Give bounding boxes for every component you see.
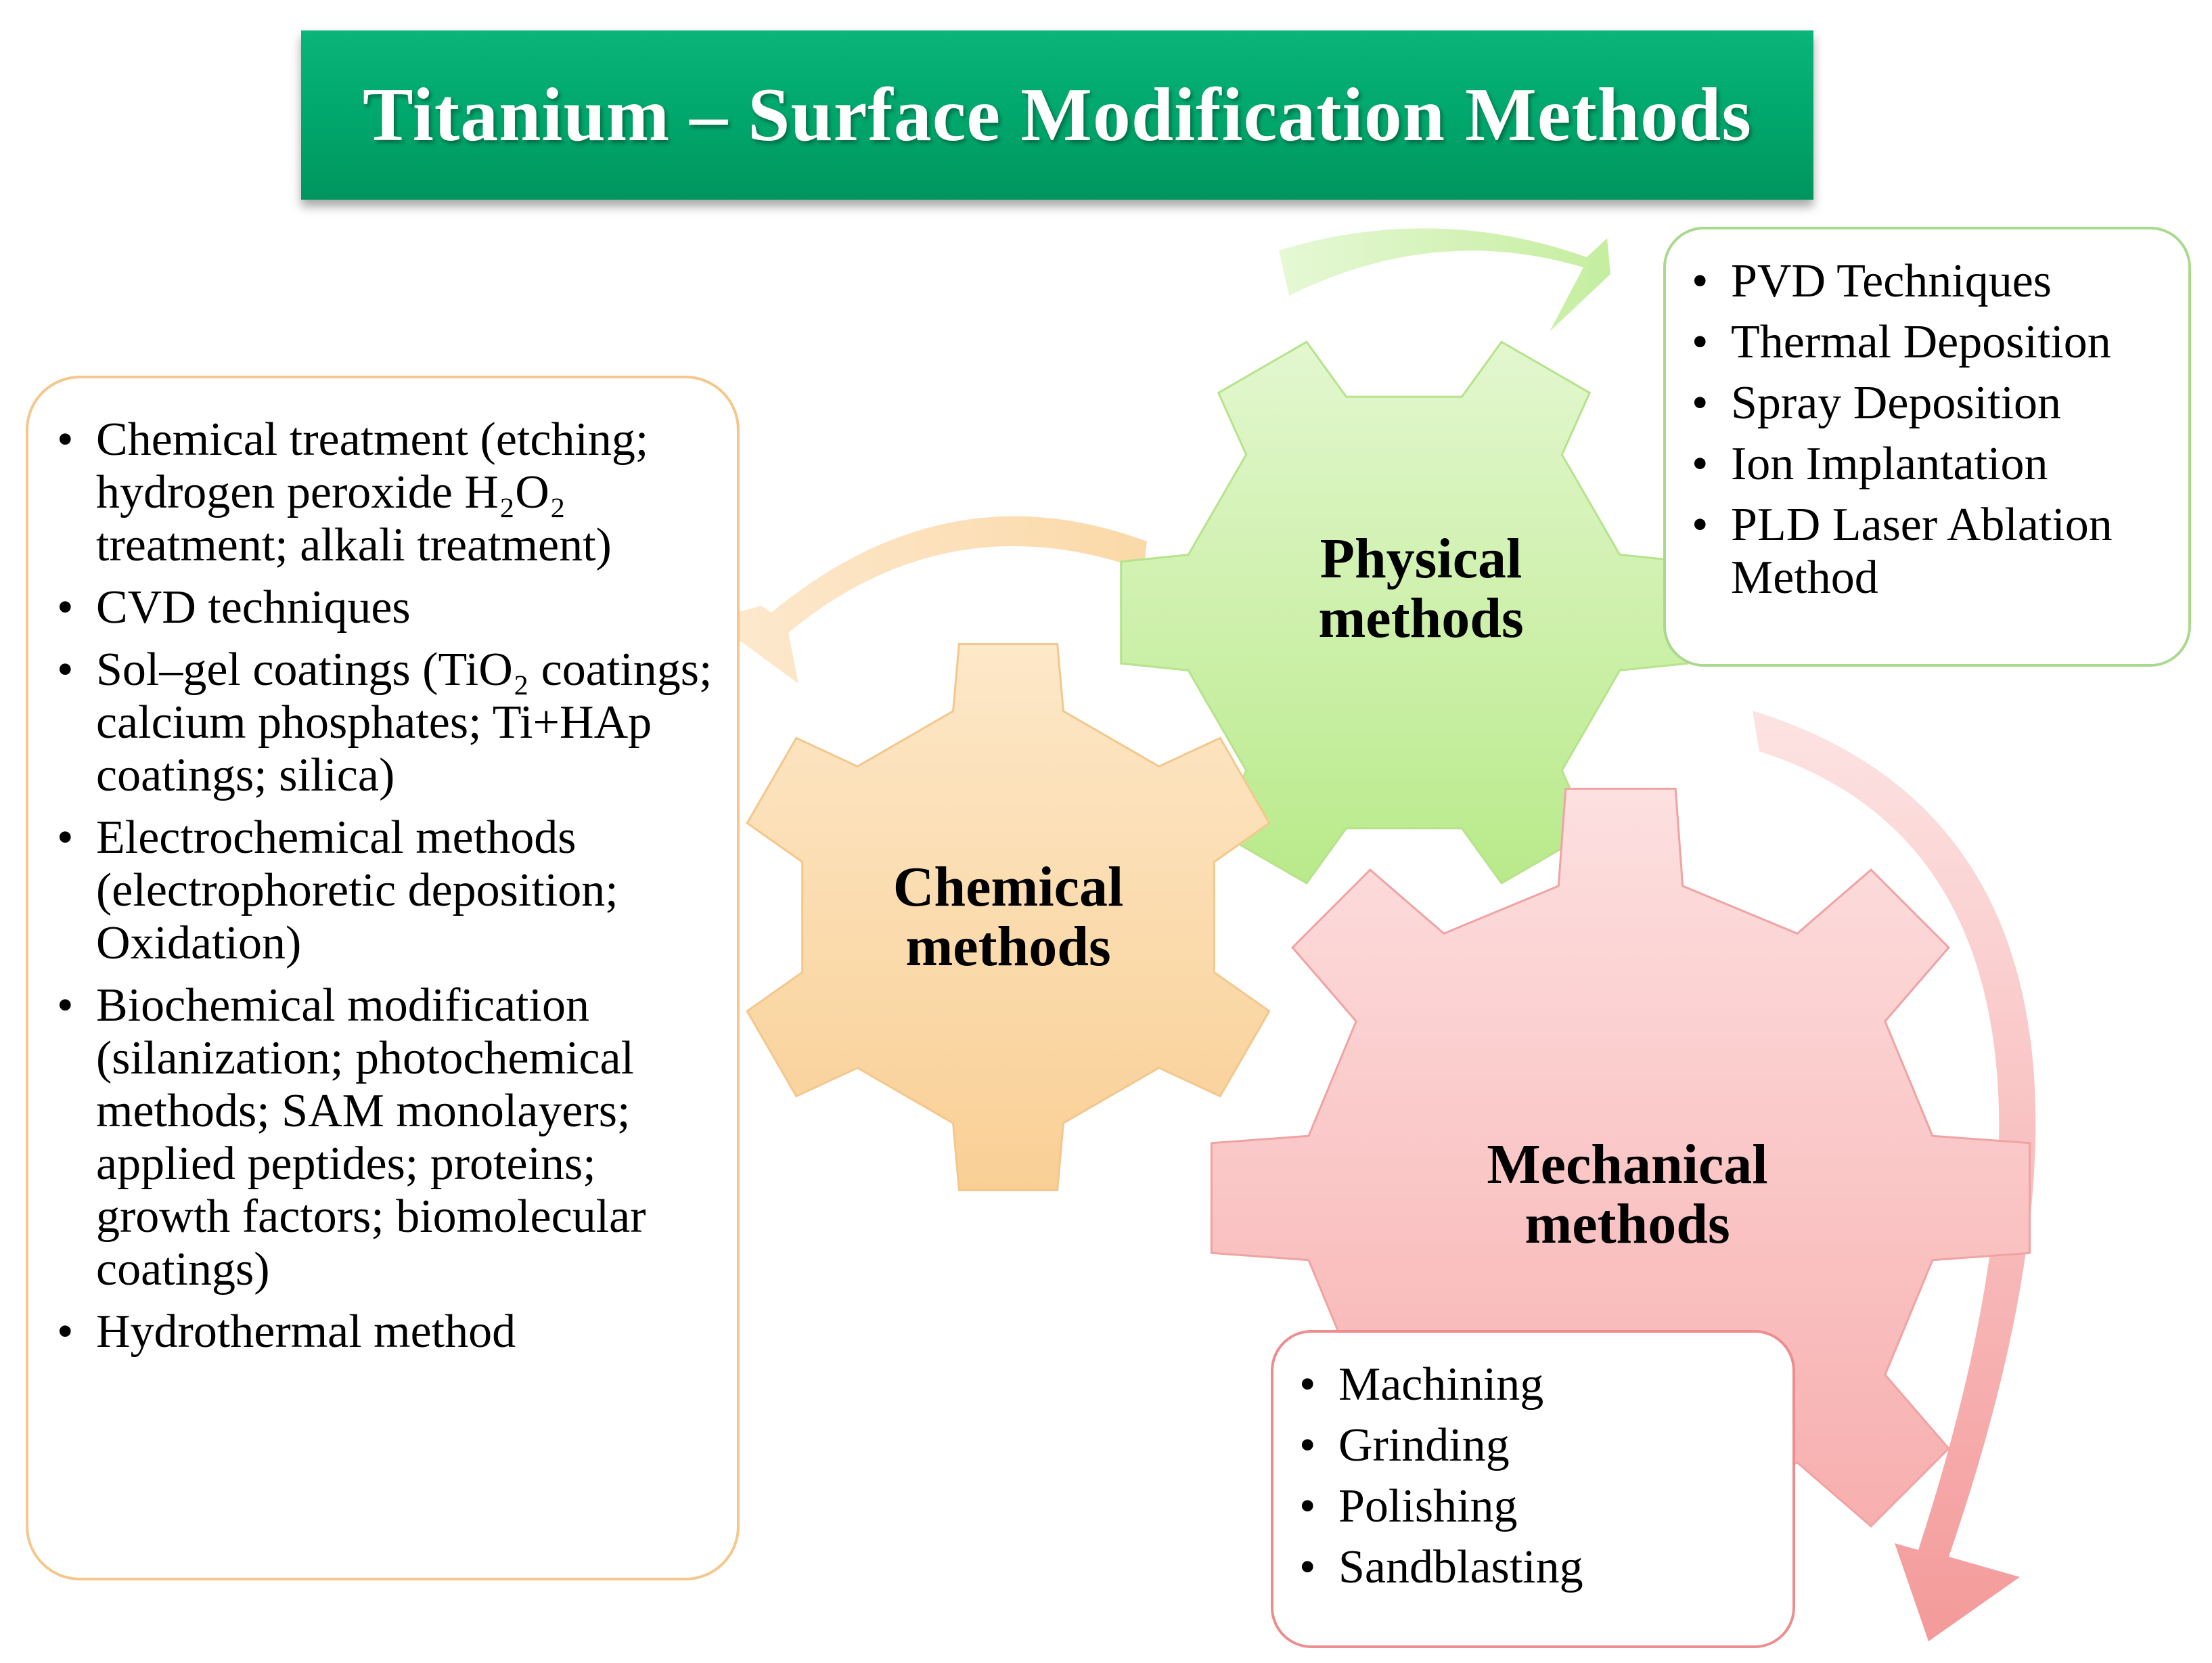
title-banner: Titanium – Surface Modification Methods xyxy=(301,30,1813,200)
mechanical-list-item: Polishing xyxy=(1294,1480,1779,1533)
chemical-list-item: Electrochemical methods (electrophoretic… xyxy=(51,812,717,970)
chemical-list-item: CVD techniques xyxy=(51,581,717,634)
arrow-physical-to-physical-list xyxy=(1279,228,1610,332)
physical-list-item: Ion Implantation xyxy=(1686,438,2175,491)
physical-methods-list-box: PVD Techniques Thermal Deposition Spray … xyxy=(1663,227,2191,667)
mechanical-methods-list: Machining Grinding Polishing Sandblastin… xyxy=(1294,1358,1779,1594)
physical-gear-label: Physical methods xyxy=(1318,529,1523,648)
physical-gear-label-line1: Physical xyxy=(1319,527,1522,590)
chemical-methods-list-box: Chemical treatment (etching; hydrogen pe… xyxy=(26,376,740,1580)
arrow-chemical-to-chemical-list xyxy=(710,516,1147,684)
physical-methods-list: PVD Techniques Thermal Deposition Spray … xyxy=(1686,255,2175,604)
physical-list-item: Thermal Deposition xyxy=(1686,316,2175,369)
mechanical-list-item: Grinding xyxy=(1294,1419,1779,1472)
mechanical-gear-label-line1: Mechanical xyxy=(1487,1133,1768,1196)
physical-list-item: PVD Techniques xyxy=(1686,255,2175,308)
chemical-methods-list: Chemical treatment (etching; hydrogen pe… xyxy=(51,414,717,1358)
arrow-mechanical-to-mechanical-list xyxy=(1753,711,2036,1641)
chemical-list-item: Biochemical modification (silanization; … xyxy=(51,979,717,1296)
physical-gear-shape xyxy=(1120,340,1688,885)
physical-list-item: PLD Laser Ablation Method xyxy=(1686,499,2175,604)
mechanical-methods-list-box: Machining Grinding Polishing Sandblastin… xyxy=(1271,1330,1795,1648)
chemical-gear-shape xyxy=(746,643,1271,1191)
mechanical-gear-label-line2: methods xyxy=(1525,1193,1730,1256)
chemical-list-item: Hydrothermal method xyxy=(51,1306,717,1358)
mechanical-list-item: Machining xyxy=(1294,1358,1779,1411)
chemical-list-item: Sol–gel coatings (TiO₂ coatings; calcium… xyxy=(51,644,717,802)
page-title: Titanium – Surface Modification Methods xyxy=(363,72,1752,157)
chemical-gear-label: Chemical methods xyxy=(893,858,1124,977)
physical-gear-label-line2: methods xyxy=(1318,587,1524,650)
chemical-gear-label-line2: methods xyxy=(905,915,1111,978)
chemical-list-item: Chemical treatment (etching; hydrogen pe… xyxy=(51,414,717,572)
chemical-gear-label-line1: Chemical xyxy=(893,856,1124,918)
mechanical-list-item: Sandblasting xyxy=(1294,1541,1779,1594)
mechanical-gear-label: Mechanical methods xyxy=(1487,1135,1767,1254)
physical-list-item: Spray Deposition xyxy=(1686,377,2175,430)
